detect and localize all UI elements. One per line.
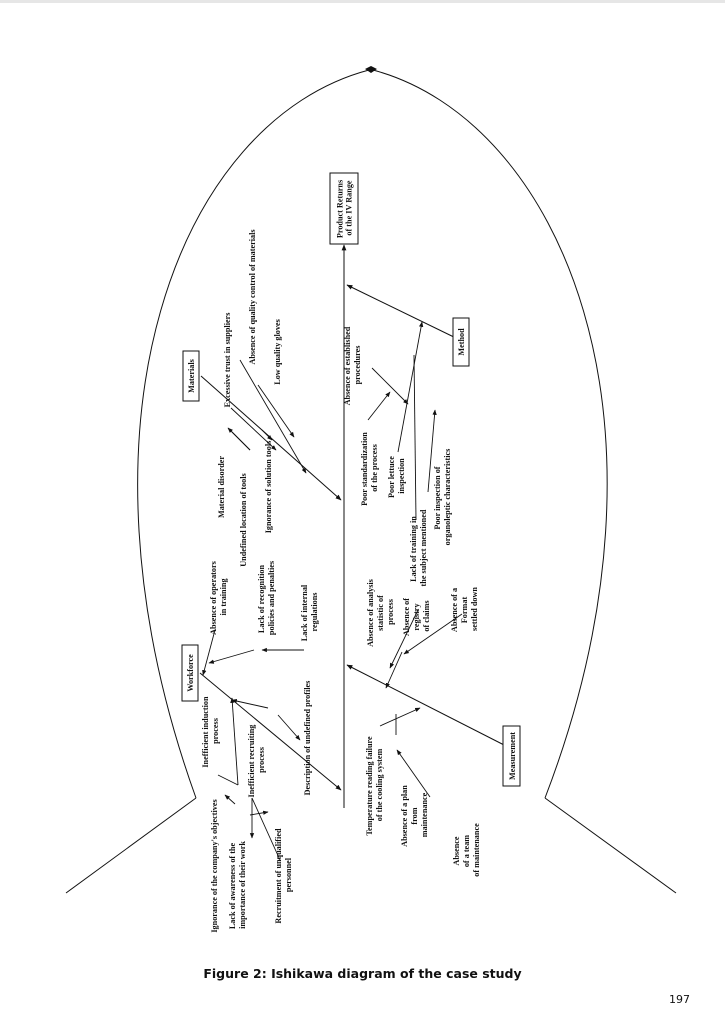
category-workforce-box: Workforce xyxy=(181,644,199,702)
workforce-causes: Absence of operators in training Lack of… xyxy=(201,559,319,933)
cause-description-undefined-profiles: Description of undefined profiles xyxy=(303,681,312,796)
cause-poor-organoleptic: Poor inspection of organoleptic characte… xyxy=(433,449,452,546)
cause-absence-plan: Absence of a plan from maintenance xyxy=(400,783,429,847)
category-materials-box: Materials xyxy=(182,350,200,402)
effect-label: Product Returns of the IV Range xyxy=(336,178,354,238)
cause-poor-standardization: Poor standardization of the process xyxy=(360,430,379,506)
cause-lack-internal-regulations: Lack of internal regulations xyxy=(300,583,319,641)
cause-ignorance-solution-tools: Ignorance of solution tools xyxy=(264,441,273,534)
materials-causes: Excessive trust in suppliers Absence of … xyxy=(217,229,282,566)
effect-box: Product Returns of the IV Range xyxy=(329,172,359,245)
cause-undefined-location: Undefined location of tools xyxy=(239,473,248,566)
cause-absence-registry: Absence of registry of claims xyxy=(402,596,431,636)
fish-tail-right xyxy=(544,797,677,894)
cause-temperature-failure: Temperature reading failure of the cooli… xyxy=(365,734,384,835)
cause-absence-operators-training: Absence of operators in training xyxy=(209,559,228,635)
fish-head-left-curve xyxy=(137,69,370,799)
cause-material-disorder: Material disorder xyxy=(217,456,226,518)
cause-excessive-trust: Excessive trust in suppliers xyxy=(223,313,232,408)
cause-low-quality-gloves: Low quality gloves xyxy=(273,319,282,385)
method-bone xyxy=(346,284,461,341)
figure-caption: Figure 2: Ishikawa diagram of the case s… xyxy=(203,966,522,981)
category-workforce-label: Workforce xyxy=(186,654,195,692)
fish-head-tip xyxy=(365,66,377,73)
page-number: 197 xyxy=(669,993,690,1006)
category-method-box: Method xyxy=(452,317,470,367)
cause-absence-analysis: Absence of analysis statistic of process xyxy=(366,577,395,647)
measurement-causes: Absence of analysis statistic of process… xyxy=(365,577,481,877)
category-materials-label: Materials xyxy=(187,359,196,393)
cause-poor-lettuce: Poor lettuce inspection xyxy=(387,454,406,498)
page-top-edge xyxy=(0,0,725,3)
fish-tail-left xyxy=(65,797,197,894)
sub-bones xyxy=(202,321,463,861)
cause-inefficient-recruiting: Inefficient recruiting process xyxy=(247,723,266,798)
cause-absence-team: Absence of a team of maintenance xyxy=(452,823,481,877)
workforce-bone xyxy=(199,672,342,791)
cause-absence-quality-control: Absence of quality control of materials xyxy=(248,229,257,364)
cause-lack-training: Lack of training in the subject mentione… xyxy=(409,509,428,586)
cause-recruitment-unqualified: Recruitment of unqualified personnel xyxy=(274,826,293,923)
cause-ignorance-objectives: Ignorance of the company's objectives xyxy=(210,799,219,932)
method-causes: Absence of established procedures Poor s… xyxy=(343,325,452,586)
cause-absence-procedures: Absence of established procedures xyxy=(343,325,362,406)
category-method-label: Method xyxy=(457,328,466,356)
category-measurement-label: Measurement xyxy=(508,732,517,780)
cause-lack-recognition: Lack of recognition policies and penalti… xyxy=(257,561,276,635)
cause-lack-awareness: Lack of awareness of the importance of t… xyxy=(228,841,247,930)
cause-absence-format: Absence of a Format settled down xyxy=(450,586,479,632)
fish-outline xyxy=(65,69,677,894)
measurement-bone xyxy=(346,664,509,748)
cause-inefficient-induction: Inefficient induction process xyxy=(201,694,220,767)
fish-head-right-curve xyxy=(372,69,608,799)
category-measurement-box: Measurement xyxy=(502,725,521,787)
